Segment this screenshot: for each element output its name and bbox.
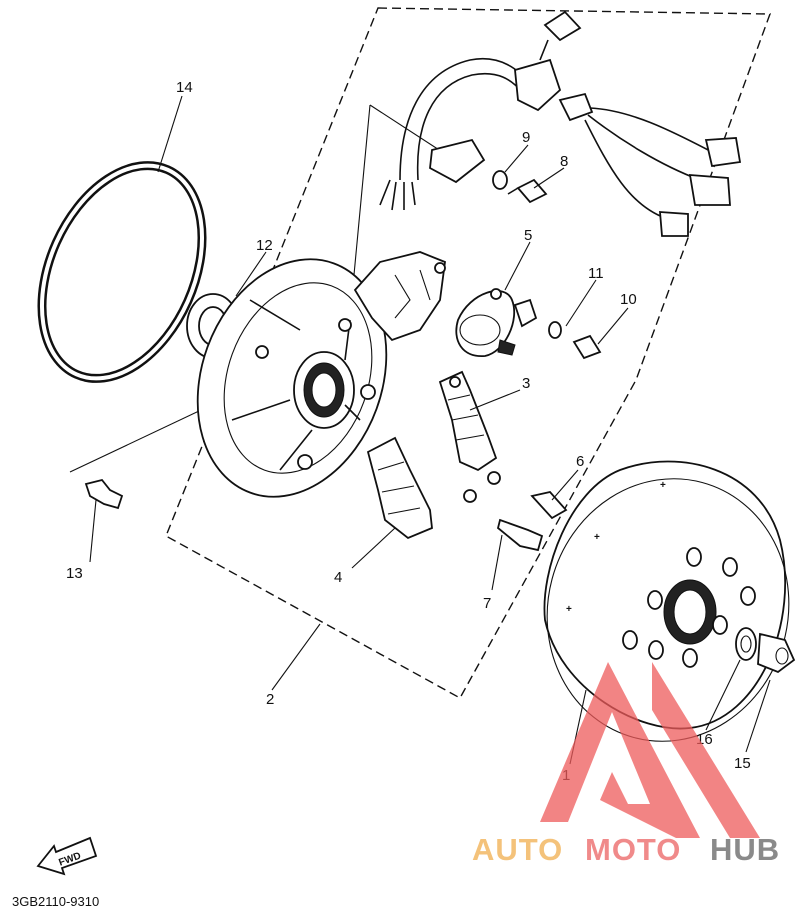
rotor-mark-c: +: [566, 604, 572, 615]
callout-14: 14: [176, 79, 193, 96]
logo-triangle-right-icon: [652, 662, 760, 838]
callout-8: 8: [560, 153, 568, 170]
rotor-mark-a: +: [594, 532, 600, 543]
logo-triangle-icon: [540, 662, 700, 838]
washer-9: [492, 170, 508, 190]
drawing-code: 3GB2110-9310: [12, 894, 99, 909]
stator-plate: [196, 251, 446, 498]
callout-7: 7: [483, 595, 491, 612]
screw-8: [507, 178, 548, 204]
callout-labels: 1 2 3 4 5 6 7 8 9 10 11 12 13 14 15 16: [66, 79, 751, 784]
callout-4: 4: [334, 569, 342, 586]
callout-3: 3: [522, 375, 530, 392]
watermark-logo: [540, 662, 760, 838]
screw-6: [530, 491, 568, 520]
rotor: + + +: [543, 460, 790, 742]
rotor-mark-b: +: [660, 480, 666, 491]
screw-10: [572, 334, 602, 360]
watermark-hub: HUB: [710, 832, 780, 867]
watermark-moto: MOTO: [585, 832, 681, 867]
callout-15: 15: [734, 755, 751, 772]
screw-7: [496, 518, 544, 552]
washer-11: [548, 321, 562, 339]
assembly-boundary: [165, 7, 771, 699]
callout-2: 2: [266, 691, 274, 708]
nut-15: [757, 632, 796, 674]
fwd-arrow: FWD: [36, 836, 98, 876]
watermark-auto: AUTO: [472, 832, 563, 867]
wire-harness: [379, 10, 742, 237]
watermark-text: AUTO MOTO HUB: [472, 832, 780, 867]
charging-coil: [438, 370, 501, 485]
o-ring: [37, 161, 207, 383]
washer-16: [735, 627, 757, 661]
callout-10: 10: [620, 291, 637, 308]
callout-6: 6: [576, 453, 584, 470]
screw-13: [84, 478, 124, 510]
callout-9: 9: [522, 129, 530, 146]
callout-13: 13: [66, 565, 83, 582]
leader-harness-b: [351, 104, 371, 297]
callout-5: 5: [524, 227, 532, 244]
callout-11: 11: [588, 265, 604, 282]
pickup-coil: [455, 288, 538, 357]
source-coil: [366, 436, 477, 540]
callout-12: 12: [256, 237, 273, 254]
